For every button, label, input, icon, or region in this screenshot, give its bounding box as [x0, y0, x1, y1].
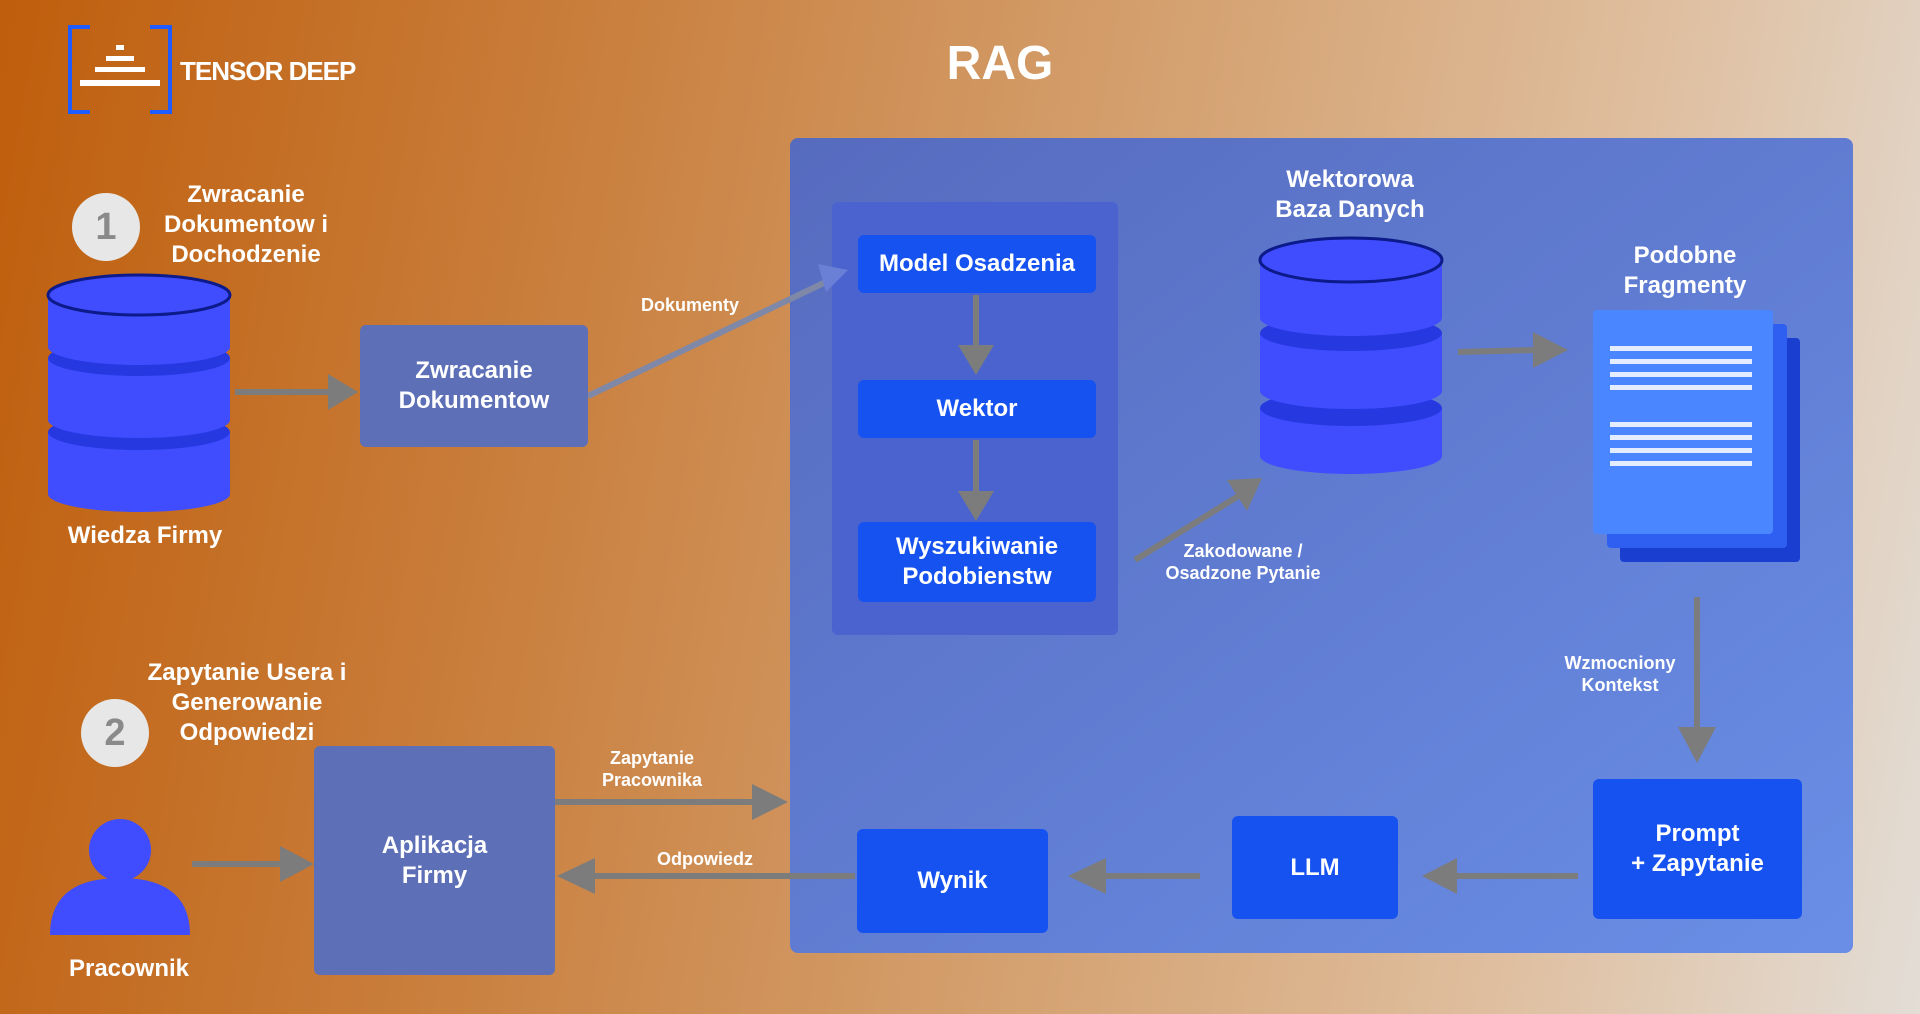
vector-db-label: Wektorowa Baza Danych — [1240, 165, 1460, 225]
document-stack-icon — [1593, 310, 1800, 562]
employee-query-label: Zapytanie Pracownika — [582, 747, 722, 791]
vector-db-line-2: Baza Danych — [1275, 196, 1425, 223]
document-retrieval-box: Zwracanie Dokumentow — [360, 325, 588, 447]
arrow-db-to-fragments-head — [1533, 332, 1568, 368]
step-1-line-3: Dochodzenie — [171, 241, 321, 268]
encoded-query-label: Zakodowane / Osadzone Pytanie — [1140, 540, 1346, 584]
prompt-query-line-2: + Zapytanie — [1631, 850, 1764, 877]
arrow-vector-to-similarity-head — [958, 491, 994, 521]
step-1-badge: 1 — [72, 193, 140, 261]
step-1-title: Zwracanie Dokumentow i Dochodzenie — [140, 180, 352, 270]
arrow-db-to-fragments — [1457, 347, 1536, 355]
person-icon — [50, 819, 190, 935]
similarity-search-line-2: Podobienstw — [902, 563, 1052, 590]
embedding-model-box: Model Osadzenia — [858, 235, 1096, 293]
encoded-query-line-1: Zakodowane / — [1183, 541, 1303, 561]
encoded-query-line-2: Osadzone Pytanie — [1165, 563, 1321, 583]
arrows — [192, 264, 1716, 894]
step-2-badge: 2 — [81, 699, 149, 767]
documents-edge-label: Dokumenty — [640, 295, 739, 315]
enhanced-context-line-1: Wzmocniony — [1564, 653, 1676, 673]
arrow-retrieval-to-embed — [586, 277, 832, 399]
arrow-result-to-app-head — [557, 858, 595, 894]
arrow-similarity-to-db — [1133, 492, 1242, 563]
document-retrieval-line-1: Zwracanie — [415, 357, 533, 384]
similarity-search-box: Wyszukiwanie Podobienstw — [858, 522, 1096, 602]
brand-name: TENSOR DEEP — [180, 56, 356, 86]
step-2-line-3: Odpowiedzi — [179, 719, 315, 746]
employee-label: Pracownik — [68, 955, 190, 982]
knowledge-database-icon — [46, 273, 232, 512]
arrow-db-to-retrieval-head — [328, 374, 358, 410]
arrow-prompt-to-llm-head — [1422, 858, 1457, 894]
step-2-title: Zapytanie Usera i Generowanie Odpowiedzi — [130, 658, 364, 748]
employee-query-line-1: Zapytanie — [609, 748, 695, 768]
arrow-retrieval-to-embed-head — [818, 264, 848, 292]
similar-fragments-line-1: Podobne — [1633, 242, 1737, 269]
company-app-line-2: Firmy — [401, 861, 468, 889]
llm-box: LLM — [1232, 816, 1398, 919]
company-app-box: Aplikacja Firmy — [314, 746, 555, 975]
arrow-person-to-app-head — [280, 846, 314, 882]
employee-query-line-2: Pracownika — [601, 770, 703, 790]
page-title: RAG — [946, 37, 1054, 90]
enhanced-context-line-2: Kontekst — [1581, 675, 1659, 695]
vector-database-icon — [1258, 236, 1444, 474]
vector-box: Wektor — [858, 380, 1096, 438]
arrow-similarity-to-db-head — [1227, 478, 1262, 511]
arrow-app-to-panel-head — [752, 784, 788, 820]
arrow-fragments-to-prompt-head — [1678, 727, 1716, 763]
arrow-embed-to-vector-head — [958, 345, 994, 375]
prompt-query-line-1: Prompt — [1655, 820, 1740, 847]
step-1-line-2: Dokumentow i — [163, 211, 328, 238]
arrow-llm-to-result-head — [1068, 858, 1106, 894]
similar-fragments-line-2: Fragmenty — [1623, 272, 1747, 299]
vector-db-line-1: Wektorowa — [1286, 166, 1414, 193]
similarity-search-line-1: Wyszukiwanie — [895, 533, 1059, 560]
knowledge-label: Wiedza Firmy — [67, 522, 223, 549]
enhanced-context-label: Wzmocniony Kontekst — [1540, 652, 1700, 696]
logo-icon — [68, 25, 172, 114]
company-app-line-1: Aplikacja — [381, 831, 488, 859]
step-2-line-1: Zapytanie Usera i — [147, 659, 347, 686]
step-1-line-1: Zwracanie — [187, 181, 305, 208]
result-box: Wynik — [857, 829, 1048, 933]
document-retrieval-line-2: Dokumentow — [398, 387, 550, 414]
prompt-query-box: Prompt + Zapytanie — [1593, 779, 1802, 919]
similar-fragments-label: Podobne Fragmenty — [1580, 241, 1790, 301]
answer-label: Odpowiedz — [657, 849, 753, 869]
step-2-line-2: Generowanie — [171, 689, 323, 716]
